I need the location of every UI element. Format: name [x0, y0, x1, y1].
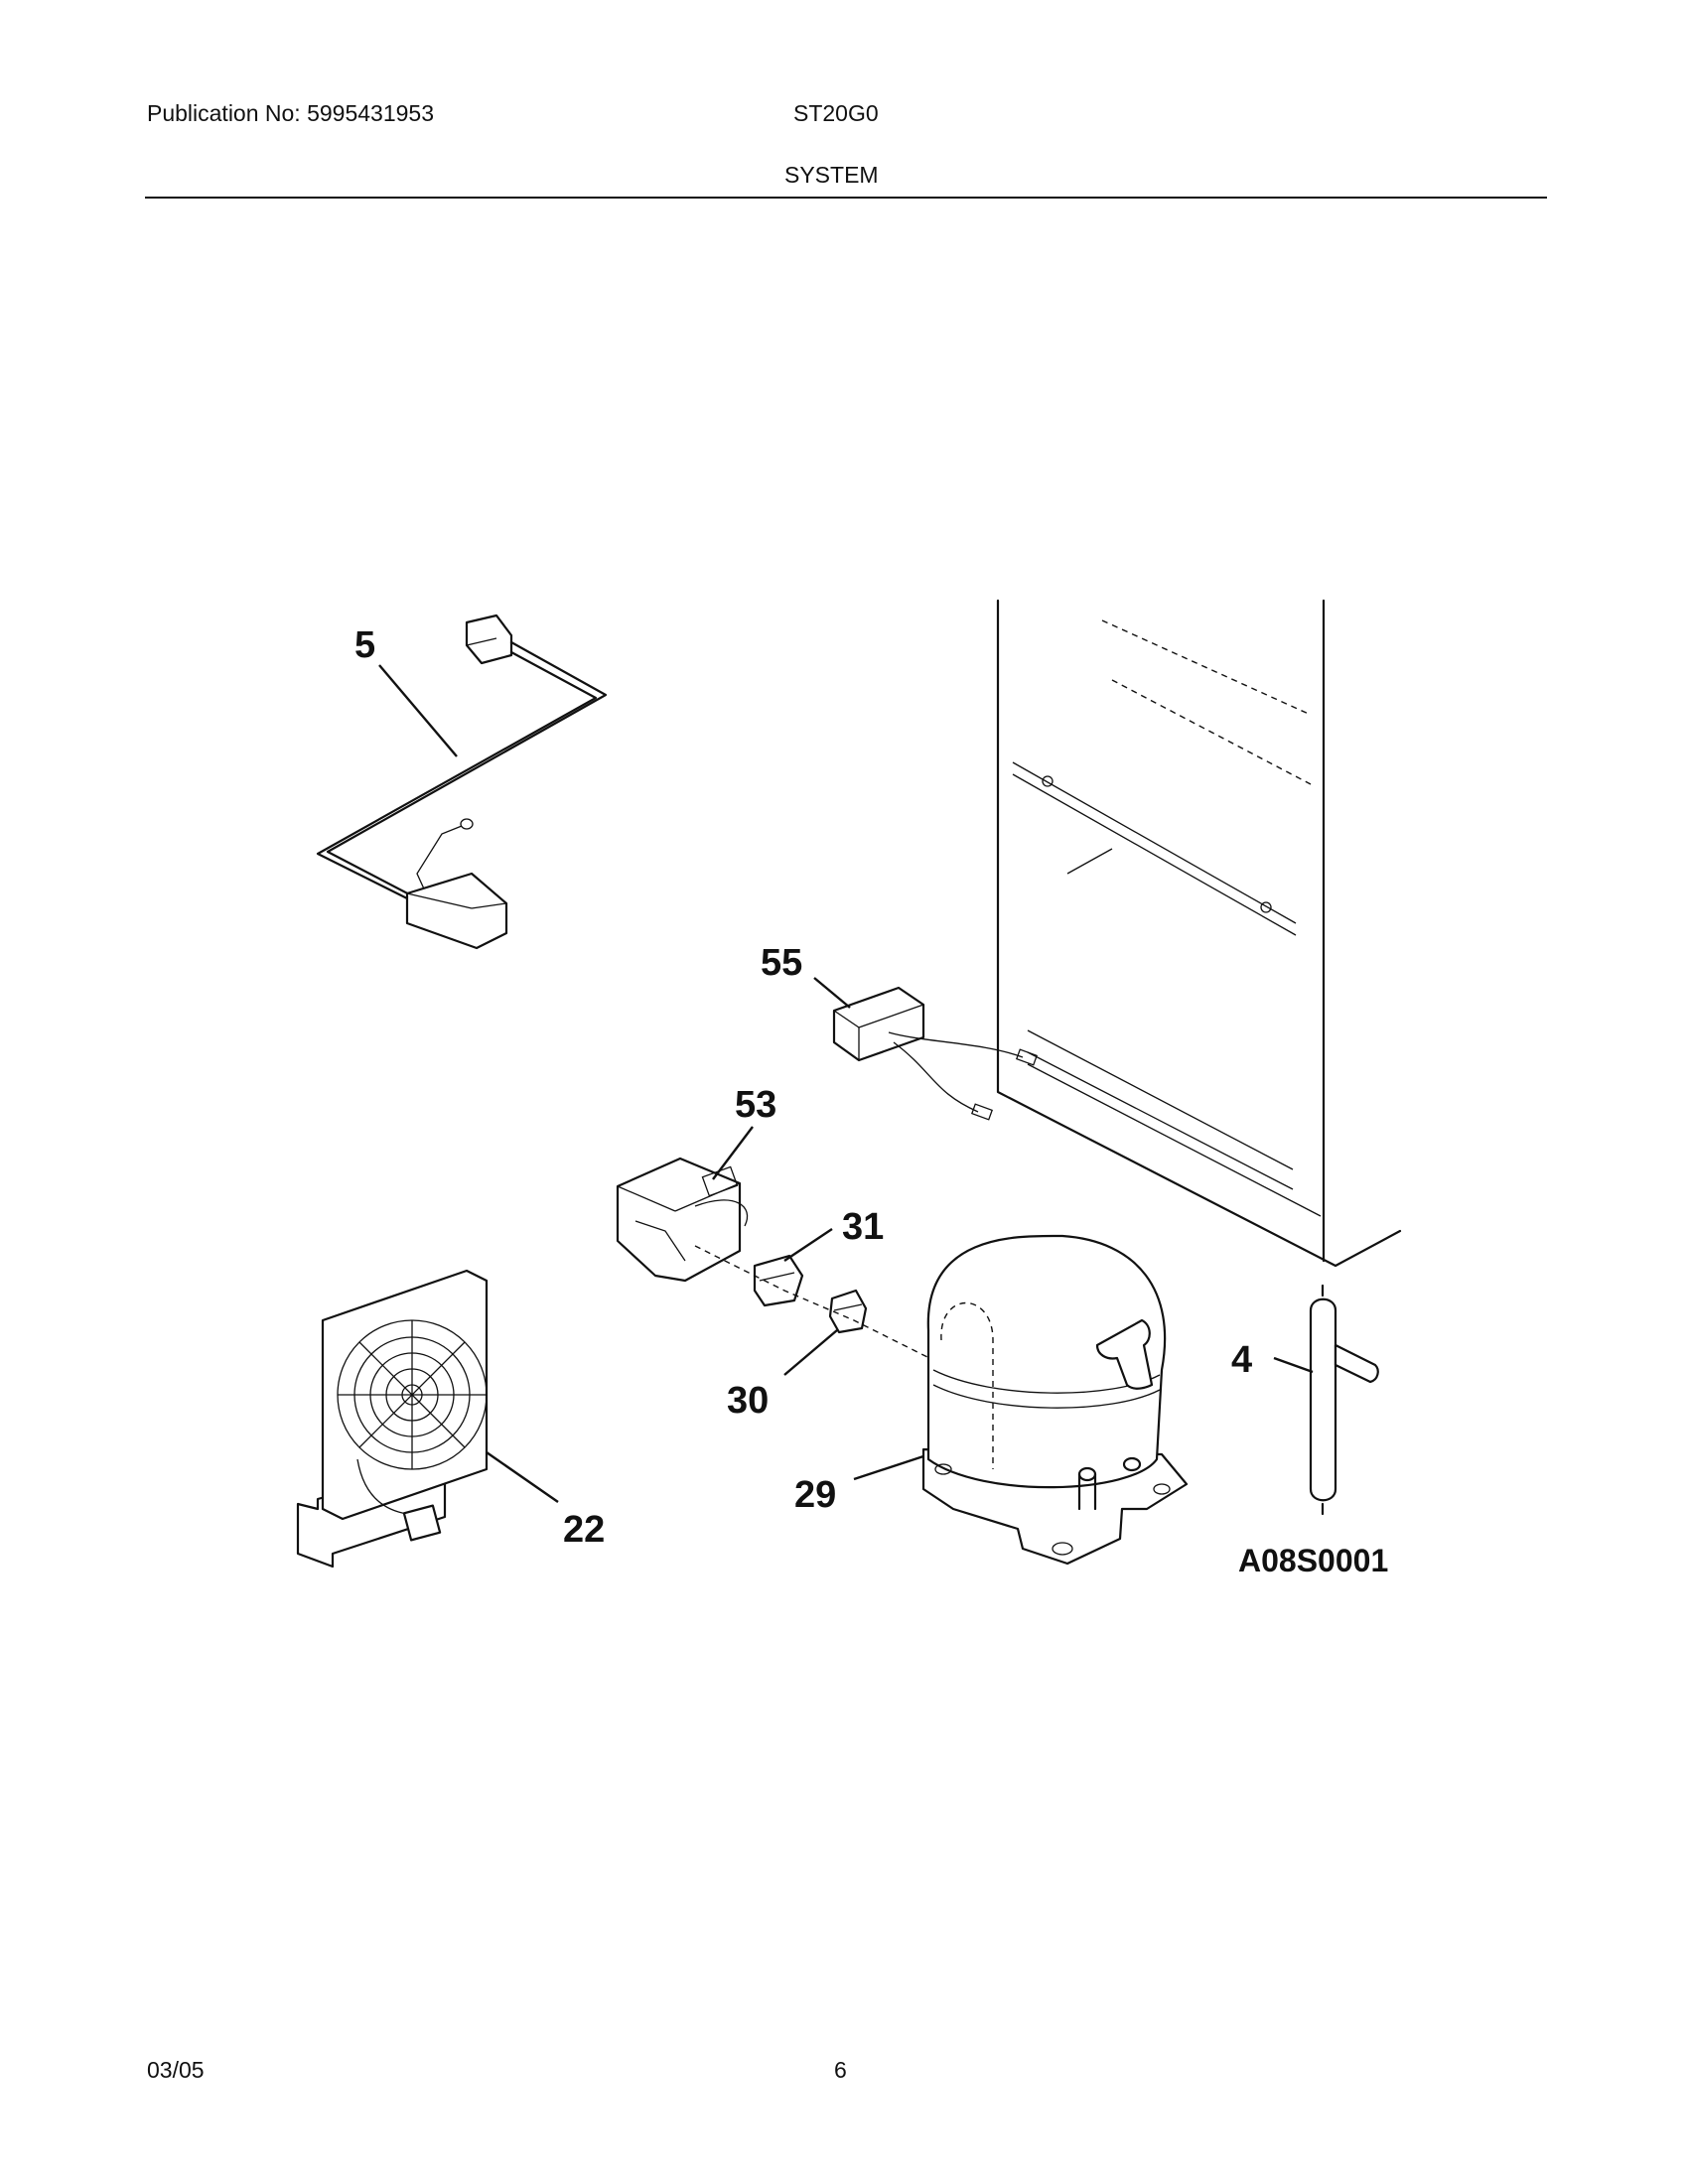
callout-29: 29: [794, 1474, 836, 1516]
cabinet-outline: [996, 599, 1402, 1268]
fan-assembly-part: [296, 1269, 489, 1569]
figure-id: A08S0001: [1238, 1543, 1388, 1578]
callout-53: 53: [735, 1084, 776, 1126]
publication-number: Publication No: 5995431953: [147, 100, 435, 126]
compressor-part: [921, 1234, 1189, 1566]
relay-part: [753, 1254, 804, 1307]
relay-cover-part: [616, 1157, 749, 1283]
overload-part: [828, 1289, 868, 1334]
footer-date: 03/05: [147, 2057, 205, 2083]
callout-4: 4: [1231, 1339, 1252, 1381]
header-rule: [145, 197, 1547, 199]
callout-5: 5: [354, 624, 375, 666]
callout-55: 55: [761, 942, 802, 984]
callout-22: 22: [563, 1509, 605, 1551]
page-number: 6: [834, 2057, 847, 2083]
model-number: ST20G0: [793, 100, 879, 126]
section-title: SYSTEM: [784, 162, 879, 188]
wire-harness-part: [316, 614, 608, 950]
drier-part: [1309, 1284, 1379, 1516]
callout-31: 31: [842, 1206, 884, 1248]
leader-lines: [378, 664, 1314, 1503]
callout-30: 30: [727, 1380, 769, 1422]
capacitor-part: [832, 986, 1039, 1121]
